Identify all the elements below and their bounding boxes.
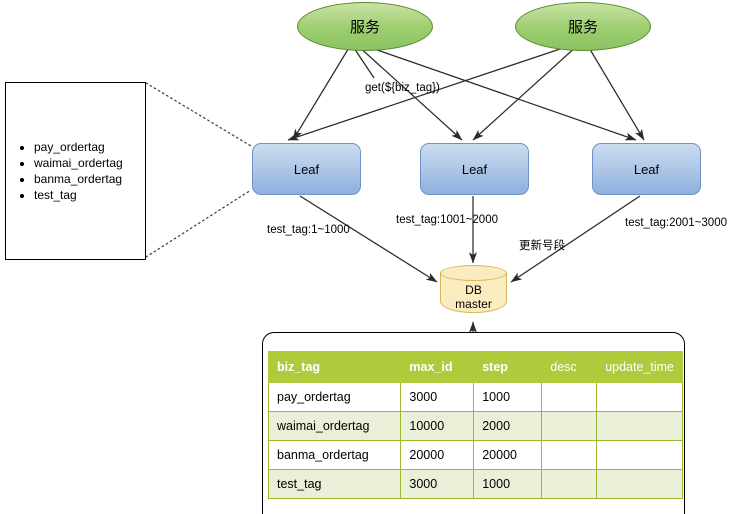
column-header-desc: desc: [541, 351, 598, 383]
db-label-line1: DB: [465, 283, 482, 297]
callout-line-bottom: [145, 189, 252, 258]
edge-service2-leaf3: [587, 45, 645, 141]
leaf-to-db-edges: [299, 195, 641, 283]
column-header-update-time: update_time: [596, 351, 683, 383]
table-row: test_tag 3000 1000: [267, 469, 683, 499]
callout-dotted-lines: [145, 82, 252, 258]
cell-desc: [541, 411, 598, 441]
db-master-label: DB master: [455, 273, 492, 311]
cell-max-id: 20000: [400, 440, 475, 470]
cell-max-id: 3000: [400, 382, 475, 412]
table-header-row: biz_tag max_id step desc update_time: [267, 351, 683, 383]
cell-max-id: 3000: [400, 469, 475, 499]
edge-label-range-3: test_tag:2001~3000: [625, 217, 727, 229]
service-node-1[interactable]: 服务: [297, 2, 433, 51]
biz-tag-list-callout: pay_ordertag waimai_ordertag banma_order…: [5, 82, 146, 260]
cell-step: 2000: [473, 411, 543, 441]
biz-tag-list: pay_ordertag waimai_ordertag banma_order…: [6, 139, 123, 203]
service-to-leaf-edges: [287, 43, 645, 141]
edge-leaf1-db: [299, 195, 438, 283]
leaf-node-2[interactable]: Leaf: [420, 143, 529, 195]
cell-desc: [541, 382, 598, 412]
table-header: biz_tag max_id step desc update_time: [267, 351, 683, 383]
cell-update-time: [596, 469, 683, 499]
cell-max-id: 10000: [400, 411, 475, 441]
edge-service1-leaf1: [292, 45, 351, 141]
cell-step: 1000: [473, 469, 543, 499]
callout-line-top: [145, 82, 252, 147]
list-item: test_tag: [34, 187, 123, 203]
list-item: waimai_ordertag: [34, 155, 123, 171]
edge-service2-leaf1: [287, 43, 576, 141]
db-label-line2: master: [455, 297, 492, 311]
column-header-max-id: max_id: [400, 351, 475, 383]
column-header-step: step: [473, 351, 543, 383]
leaf-node-1[interactable]: Leaf: [252, 143, 361, 195]
cell-update-time: [596, 411, 683, 441]
edge-label-range-1: test_tag:1~1000: [267, 224, 350, 236]
edge-leaf3-db: [510, 195, 641, 283]
edge-label-get-call: get(${biz_tag}): [365, 82, 440, 94]
edge-service2-leaf2: [472, 44, 579, 141]
cell-desc: [541, 440, 598, 470]
table-row: pay_ordertag 3000 1000: [267, 382, 683, 412]
cell-update-time: [596, 382, 683, 412]
cell-biz-tag: test_tag: [267, 469, 402, 499]
table-body: pay_ordertag 3000 1000 waimai_ordertag 1…: [267, 382, 683, 499]
cell-update-time: [596, 440, 683, 470]
edge-service1-leaf3: [359, 43, 637, 141]
biz-tag-table: biz_tag max_id step desc update_time pay…: [267, 351, 683, 499]
edge-label-update-segment: 更新号段: [519, 240, 565, 252]
cell-step: 1000: [473, 382, 543, 412]
cell-desc: [541, 469, 598, 499]
list-item: banma_ordertag: [34, 171, 123, 187]
cell-biz-tag: waimai_ordertag: [267, 411, 402, 441]
edge-service1-leaf2: [356, 44, 463, 141]
list-item: pay_ordertag: [34, 139, 123, 155]
edge-label-range-2: test_tag:1001~2000: [396, 214, 498, 226]
service-node-2[interactable]: 服务: [515, 2, 651, 51]
cell-biz-tag: pay_ordertag: [267, 382, 402, 412]
table-row: banma_ordertag 20000 20000: [267, 440, 683, 470]
column-header-biz-tag: biz_tag: [267, 351, 402, 383]
cell-step: 20000: [473, 440, 543, 470]
cylinder-top: [440, 265, 507, 281]
leaf-node-3[interactable]: Leaf: [592, 143, 701, 195]
db-master-node[interactable]: DB master: [440, 265, 507, 319]
cell-biz-tag: banma_ordertag: [267, 440, 402, 470]
table-row: waimai_ordertag 10000 2000: [267, 411, 683, 441]
